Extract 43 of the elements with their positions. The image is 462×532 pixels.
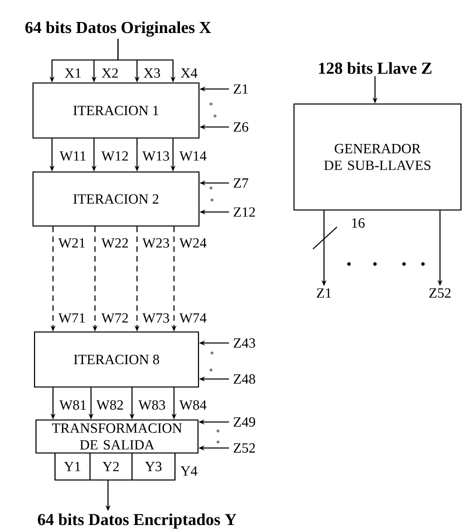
edge-label: W22 (101, 238, 128, 248)
subkey-label: Z48 (234, 374, 256, 384)
edge-label: W84 (179, 400, 206, 410)
edge-label: X2 (102, 68, 118, 78)
process-box: GENERADOR DE SUB-LLAVES (293, 104, 462, 211)
subkey-label: Z52 (429, 288, 451, 298)
heading: 64 bits Datos Encriptados Y (38, 513, 236, 529)
heading: 64 bits Datos Originales X (25, 21, 212, 37)
edge-label: W83 (138, 400, 166, 410)
subkey-label: Z12 (234, 207, 255, 217)
subkey-label: Z43 (234, 338, 256, 348)
edge-label: W11 (60, 151, 86, 161)
edge-label: X4 (180, 68, 198, 78)
edge-label: X3 (144, 68, 160, 78)
process-box: TRANSFORMACION DE SALIDA (35, 419, 198, 454)
side-label: Y4 (180, 466, 198, 476)
subkey-label: Z52 (234, 443, 255, 453)
subkey-label: Z49 (234, 417, 256, 427)
subkey-label: Z6 (234, 122, 248, 132)
signal-label: W74 (179, 313, 206, 323)
register-cell: Y2 (89, 452, 133, 481)
edge-label: W82 (96, 400, 123, 410)
edge-label: W14 (179, 151, 206, 161)
signal-label: W71 (58, 313, 85, 323)
process-box: ITERACION 2 (32, 171, 200, 227)
signal-label: W73 (142, 313, 170, 323)
subkey-label: Z1 (316, 288, 331, 298)
edge-label: W13 (142, 151, 170, 161)
edge-label: W12 (101, 151, 128, 161)
edge-label: W21 (58, 238, 85, 248)
edge-label: W81 (59, 400, 86, 410)
signal-label: W72 (101, 313, 128, 323)
subkey-label: Z7 (234, 178, 248, 188)
process-box: ITERACION 1 (32, 82, 200, 139)
subkey-label: Z1 (234, 84, 248, 94)
edge-label: 16 (352, 218, 365, 228)
register-cell: Y3 (131, 452, 176, 481)
register-cell: Y1 (54, 452, 91, 481)
edge-label: X1 (64, 68, 81, 78)
process-box: ITERACION 8 (34, 331, 200, 388)
heading: 128 bits Llave Z (319, 62, 432, 74)
edge-label: W23 (142, 238, 170, 248)
edge-label: W24 (179, 238, 206, 248)
